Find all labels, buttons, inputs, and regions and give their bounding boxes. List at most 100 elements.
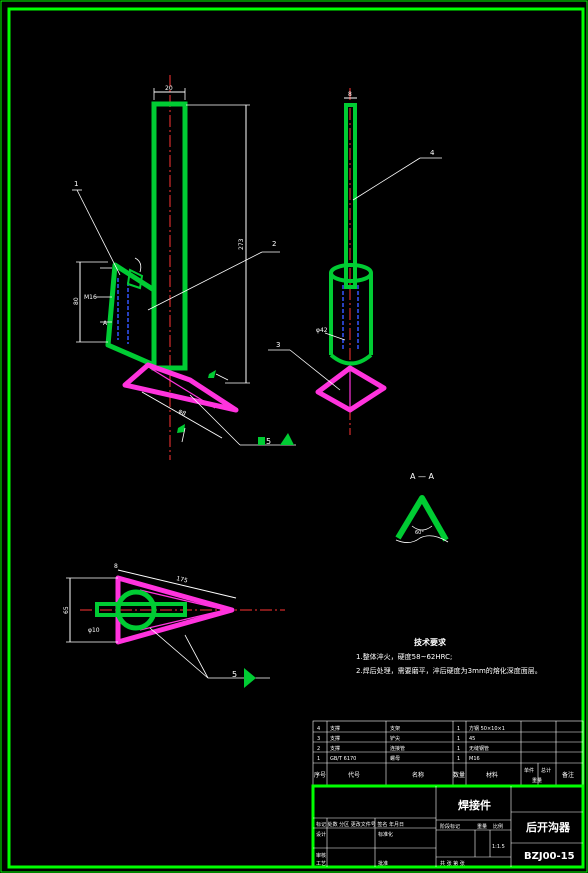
- parts-header-single: 单件: [524, 767, 534, 774]
- tb-process: 工艺: [316, 861, 326, 867]
- tb-weight: 重量: [477, 823, 487, 830]
- top-blade-inner-1: [139, 589, 226, 611]
- top-weld-triangle: [244, 668, 256, 688]
- top-dim-rod-text: 8: [114, 563, 118, 570]
- tb-sheets: 共 张 第 张: [440, 860, 465, 867]
- front-dim-bracket-text: M16: [84, 294, 97, 301]
- tb-check: 审核: [316, 852, 326, 859]
- front-dim-blade-line: [141, 391, 223, 439]
- front-blade-inner: [149, 367, 216, 409]
- section-v-shape: [395, 495, 449, 542]
- drawing-frame: [7, 7, 585, 869]
- section-title: A — A: [410, 472, 435, 481]
- side-dim-tube-text: φ42: [316, 327, 328, 334]
- weld-symbol-triangle: [280, 433, 294, 445]
- tb-stage-mark: 阶段标记: [440, 823, 460, 830]
- notes-title: 技术要求: [414, 637, 447, 647]
- parts-row-3-name: 连接管: [390, 745, 405, 752]
- parts-row-2-name: 铲尖: [390, 735, 400, 742]
- section-break-line: [395, 535, 449, 543]
- front-dim-left-text: 80: [73, 297, 80, 305]
- top-tube-circle: [115, 589, 157, 631]
- parts-row-2-material: 45: [469, 736, 475, 742]
- callout-2: 2: [272, 240, 276, 248]
- front-section-label-left: A: [103, 320, 108, 327]
- front-weld-symbol-text: 5: [266, 437, 271, 446]
- nut: [126, 268, 144, 290]
- front-dim-height-text: 273: [238, 238, 245, 250]
- parts-row-3-material: 无缝钢管: [469, 745, 489, 752]
- top-dim-length-line: [117, 569, 237, 599]
- parts-row-4-name: 螺母: [390, 755, 400, 762]
- parts-row-1-name: 支架: [390, 725, 400, 732]
- callout-4: 4: [430, 149, 435, 157]
- top-weld-leader-1: [149, 627, 209, 679]
- parts-header-weight: 重量: [532, 777, 542, 784]
- title-block-frame: [311, 784, 585, 869]
- tb-standard: 标准化: [378, 831, 393, 838]
- front-view: 20 273 80 M16 A 1 2: [72, 75, 296, 460]
- support-rod: [344, 103, 357, 289]
- tb-drawing-no: BZJ00-15: [524, 851, 575, 862]
- callout-1: 1: [74, 180, 78, 188]
- top-rod: [95, 602, 187, 617]
- top-dim-width-text: 65: [63, 606, 70, 614]
- front-blade: [122, 362, 239, 413]
- parts-row-4-no: 1: [317, 756, 320, 762]
- tb-part-name: 焊接件: [458, 798, 491, 812]
- parts-row-2-qty: 1: [457, 736, 460, 742]
- top-dim-length-text: 175: [176, 575, 189, 584]
- tube-bottom-arc: [329, 353, 373, 366]
- connecting-tube: [151, 101, 188, 371]
- parts-header-material: 材料: [486, 771, 498, 779]
- parts-row-4-code: GB/T 6170: [330, 756, 356, 762]
- parts-row-1-no: 4: [317, 726, 320, 732]
- top-dim-hole-text: φ10: [88, 627, 100, 634]
- weld-marker-1: [208, 370, 216, 378]
- callout-3: 3: [276, 341, 280, 349]
- callout-4-leader-diag: [352, 157, 421, 201]
- tb-design: 设计: [316, 831, 326, 838]
- section-angle-text: 60°: [415, 530, 424, 536]
- top-weld-leader-2: [184, 634, 209, 679]
- parts-header-total: 总计: [541, 767, 551, 774]
- parts-row-1-material: 方钢 50×10×1: [469, 725, 505, 732]
- notes-line-2: 2.焊后处理，需要磨平，淬后硬度为3mm的熔化深度面层。: [356, 666, 542, 675]
- side-blade: [315, 365, 387, 413]
- parts-row-1-qty: 1: [457, 726, 460, 732]
- notes-line-1: 1.整体淬火，硬度58~62HRC;: [356, 652, 452, 661]
- side-view: 8 φ42 4 3: [268, 88, 442, 435]
- section-angle-arc: [411, 525, 433, 531]
- side-dim-tube-line: [324, 332, 346, 341]
- parts-row-4-qty: 1: [457, 756, 460, 762]
- tb-scale-label: 比例: [493, 823, 503, 830]
- parts-header-no: 序号: [314, 771, 326, 779]
- top-blade-inner-2: [139, 609, 226, 631]
- parts-header-qty: 数量: [453, 771, 465, 779]
- callout-3-leader-diag: [289, 349, 341, 391]
- weld-symbol-leader: [189, 394, 241, 446]
- callout-2-leader-diag: [147, 251, 263, 311]
- parts-row-2-code: 支撑: [330, 735, 340, 742]
- parts-list-text: 4 支撑 支架 1 方钢 50×10×1 3 支撑 铲尖 1 45 2 支撑 连…: [314, 725, 574, 784]
- weld-symbol-box: [258, 437, 265, 445]
- weld-marker-2: [177, 424, 185, 433]
- parts-row-3-qty: 1: [457, 746, 460, 752]
- bracket-angle-arc: [134, 257, 142, 273]
- weld-leader-2: [181, 427, 186, 443]
- parts-header-remark: 备注: [562, 771, 574, 779]
- front-dim-blade-text: φ8: [177, 408, 187, 418]
- title-block-text: 焊接件 后开沟器 BZJ00-15 标记 处数 分区 更改文件号 签名 年月日 …: [316, 798, 575, 867]
- side-bracket: [105, 262, 156, 368]
- weld-leader-1: [215, 373, 229, 381]
- technical-notes: 技术要求 1.整体淬火，硬度58~62HRC; 2.焊后处理，需要磨平，淬后硬度…: [356, 637, 542, 675]
- parts-header-code: 代号: [348, 771, 360, 779]
- front-dim-top-text: 20: [165, 85, 173, 92]
- section-view: A — A 60°: [395, 472, 449, 543]
- parts-row-4-material: M16: [469, 756, 480, 762]
- side-dim-top-text: 8: [348, 91, 352, 98]
- callout-1-leader-diag: [76, 189, 121, 276]
